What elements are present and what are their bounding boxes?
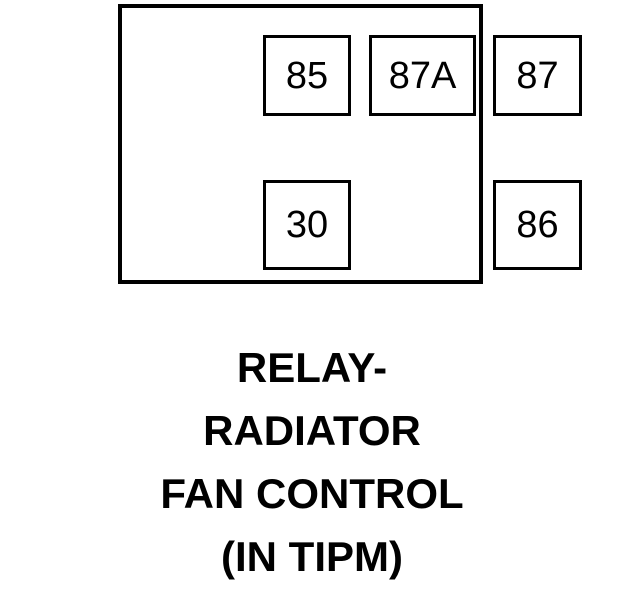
relay-caption-line-4: (IN TIPM) xyxy=(221,533,403,580)
relay-terminal-87a-label: 87A xyxy=(388,54,457,97)
relay-terminal-87: 87 xyxy=(493,35,582,116)
relay-terminal-87a: 87A xyxy=(369,35,476,116)
relay-terminal-85: 85 xyxy=(263,35,351,116)
relay-terminal-30: 30 xyxy=(263,180,351,270)
relay-caption-line-3: FAN CONTROL xyxy=(160,470,464,517)
relay-caption-line-1: RELAY- xyxy=(236,344,388,391)
relay-terminal-30-label: 30 xyxy=(285,204,329,246)
relay-terminal-86-label: 86 xyxy=(516,204,559,246)
relay-terminal-85-label: 85 xyxy=(285,54,329,97)
relay-caption-line-2: RADIATOR xyxy=(203,407,421,454)
relay-caption: RELAY- RADIATOR FAN CONTROL (IN TIPM) xyxy=(0,336,624,588)
relay-terminal-87-label: 87 xyxy=(516,54,559,97)
relay-body-outline: 85 87A 87 30 86 xyxy=(118,4,582,284)
relay-terminal-86: 86 xyxy=(493,180,582,270)
